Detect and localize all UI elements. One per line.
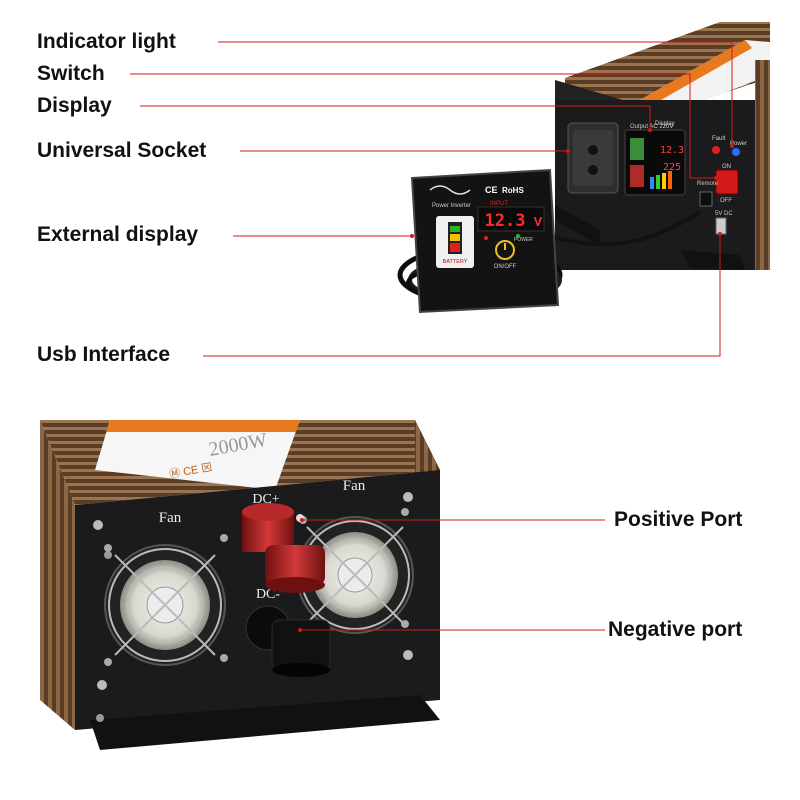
external-display-remote: Power Inverter CE RoHS BATTERY INPUT 12.…	[410, 168, 560, 314]
positive-terminal	[238, 503, 325, 593]
power-switch[interactable]	[715, 169, 739, 195]
svg-text:Output AC 220V: Output AC 220V	[630, 124, 673, 130]
svg-text:Power: Power	[730, 141, 747, 147]
callout-usb-interface: Usb Interface	[37, 343, 171, 366]
mount-bracket	[90, 695, 440, 750]
svg-text:OFF: OFF	[720, 198, 732, 204]
inverter-rear-view: 2000W Ⓜ CE ⊠	[40, 420, 440, 750]
callout-negative-port: Negative port	[608, 618, 743, 641]
svg-text:BATTERY: BATTERY	[443, 259, 468, 265]
remote-screen	[477, 206, 545, 232]
fan-right	[296, 516, 414, 634]
remote-power-button[interactable]	[495, 240, 515, 260]
svg-text:5V DC: 5V DC	[715, 211, 733, 217]
leader-usb	[203, 234, 721, 357]
svg-text:ON: ON	[722, 164, 731, 170]
svg-text:INPUT: INPUT	[490, 201, 508, 207]
power-indicator-light	[732, 148, 740, 156]
callout-external-display: External display	[37, 223, 199, 246]
svg-text:Power Inverter: Power Inverter	[432, 203, 471, 209]
negative-terminal	[245, 605, 331, 677]
display-reading-2: 225	[663, 162, 681, 173]
heatsink-top	[565, 22, 770, 120]
svg-text:Fault: Fault	[712, 136, 726, 142]
heatsink-side-left	[40, 420, 75, 730]
svg-text:ON/OFF: ON/OFF	[494, 264, 517, 270]
callout-indicator-light: Indicator light	[37, 30, 176, 53]
bottom-leader-lines	[300, 519, 605, 631]
remote-voltage-reading: 12.3	[485, 211, 526, 231]
fan-left	[104, 544, 226, 666]
callout-universal-socket: Universal Socket	[37, 139, 207, 162]
callout-positive-port: Positive Port	[614, 508, 743, 531]
wattage-banner	[95, 420, 300, 490]
remote-port	[699, 191, 713, 207]
leader-switch	[130, 73, 716, 179]
callout-display: Display	[37, 94, 112, 117]
svg-text:POWER: POWER	[514, 237, 533, 243]
svg-text:Display: Display	[655, 121, 675, 127]
svg-text:Remote: Remote	[697, 181, 719, 187]
top-banner	[640, 40, 770, 118]
top-leader-lines	[130, 41, 733, 357]
svg-text:RoHS: RoHS	[502, 186, 524, 195]
svg-text:V: V	[534, 214, 543, 229]
usb-port	[715, 217, 727, 235]
fan-right-label: Fan	[343, 478, 366, 494]
sine-wave-icon	[429, 185, 471, 195]
callout-switch: Switch	[37, 62, 105, 85]
leader-indicator	[218, 41, 733, 146]
fan-left-label: Fan	[159, 510, 182, 526]
fault-indicator-light	[712, 146, 720, 154]
display-reading-1: 12.3	[660, 145, 684, 156]
leader-display	[140, 105, 651, 130]
svg-text:CE: CE	[485, 185, 498, 195]
remote-cable	[544, 210, 702, 247]
